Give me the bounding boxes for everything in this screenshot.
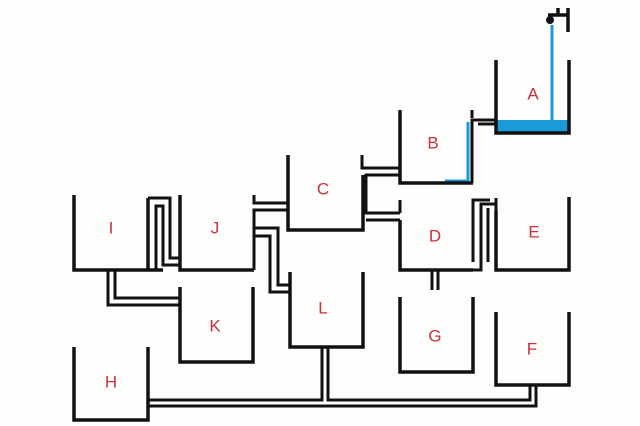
water-in-pipe-a-b [445, 122, 470, 183]
tap-icon [546, 8, 570, 32]
label-b: B [427, 133, 438, 152]
pipe-j-l [254, 226, 292, 294]
label-h: H [105, 372, 117, 391]
label-g: G [428, 326, 441, 345]
label-a: A [527, 84, 539, 103]
pipe-d-g [430, 270, 440, 290]
tank-f [494, 312, 571, 387]
label-k: K [209, 316, 221, 335]
label-c: C [317, 179, 329, 198]
pipe-i-k [106, 270, 180, 307]
tank-c [286, 155, 365, 232]
tank-h [72, 347, 150, 422]
label-e: E [528, 222, 539, 241]
pipe-c-j [252, 195, 288, 270]
label-l: L [318, 298, 327, 317]
label-d: D [429, 226, 441, 245]
label-i: I [109, 218, 114, 237]
water-in-tank-a [497, 120, 569, 132]
tank-k [178, 287, 255, 364]
tank-g [398, 297, 475, 374]
pipe-d-e [471, 198, 498, 272]
label-f: F [527, 339, 537, 358]
tank-i [72, 195, 163, 272]
tank-e [494, 197, 571, 272]
label-j: J [211, 218, 220, 237]
tank-j [178, 195, 254, 272]
pipe-i-j [146, 196, 180, 270]
pipe-bottom [148, 347, 538, 408]
tank-b [398, 110, 473, 185]
tank-a [494, 60, 571, 135]
pipe-b-c [360, 155, 402, 222]
pipe-a-b [470, 110, 496, 183]
tank-d [398, 220, 473, 272]
